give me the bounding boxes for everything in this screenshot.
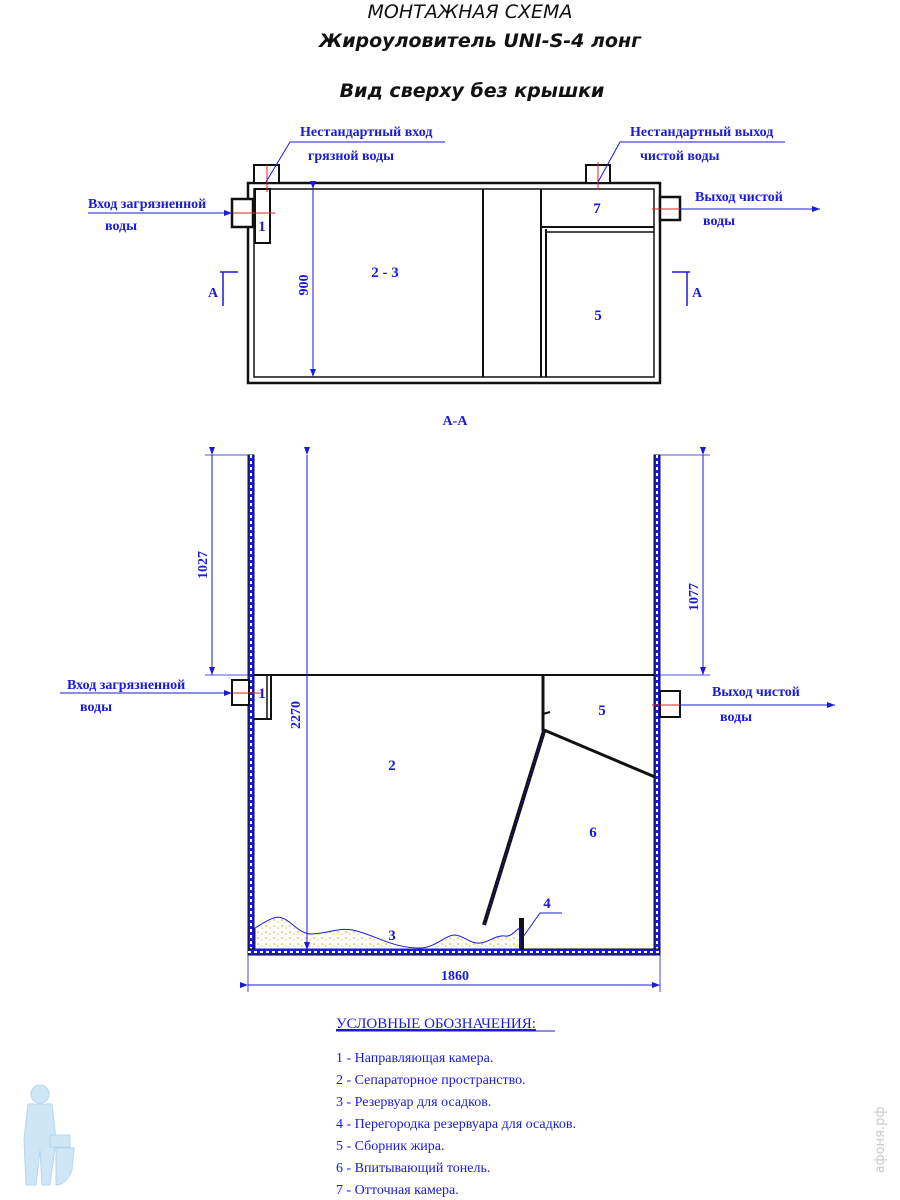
section-mark-right (672, 271, 690, 306)
zone-7-label: 7 (593, 201, 601, 217)
outlet-label: Выход чистой (712, 685, 800, 700)
legend-item: 7 - Отточная камера. (336, 1183, 459, 1198)
nonstd-inlet-label-2: грязной воды (308, 149, 394, 164)
legend-item: 5 - Сборник жира. (336, 1139, 444, 1154)
outlet-label-2: воды (720, 710, 752, 725)
section-title: A-A (443, 414, 469, 429)
zone-1-label: 1 (258, 219, 266, 235)
dim-length: 1860 (441, 969, 469, 984)
inlet-label-2: воды (80, 700, 112, 715)
outlet-label: Выход чистой (695, 190, 783, 205)
dim-left: 1027 (196, 551, 211, 579)
nonstd-inlet-label: Нестандартный вход (300, 125, 432, 140)
diagram-title: МОНТАЖНАЯ СХЕМА (368, 1, 573, 23)
guide-chamber (254, 676, 272, 720)
outlet-label-2: воды (703, 214, 735, 229)
absorbing-tunnel-wall (543, 728, 656, 779)
sediment-baffle (519, 918, 524, 950)
inlet-label-2: воды (105, 219, 137, 234)
sediment (254, 916, 521, 950)
inlet-label: Вход загрязненной (67, 678, 185, 693)
legend-item: 2 - Сепараторное пространство. (336, 1073, 526, 1088)
legend-title: УСЛОВНЫЕ ОБОЗНАЧЕНИЯ: (336, 1016, 536, 1032)
zone-5-label: 5 (594, 308, 602, 324)
dim-width: 900 (297, 275, 312, 296)
section-mark-left (220, 271, 238, 306)
zone-1-label: 1 (258, 686, 266, 702)
section-mark-label-right: A (692, 286, 703, 301)
zone-6-label: 6 (589, 825, 597, 841)
legend: УСЛОВНЫЕ ОБОЗНАЧЕНИЯ: 1 - Направляющая к… (336, 1016, 576, 1198)
tank-inner-wall (253, 188, 655, 378)
top-view: 900 1 2 - 3 5 7 A A Нестандартный вход г… (88, 125, 820, 385)
section-mark-label-left: A (208, 286, 219, 301)
zone-2-label: 2 (388, 758, 396, 774)
zone-4-label: 4 (543, 896, 551, 912)
guide-chamber (254, 188, 271, 244)
zone-5-label: 5 (598, 703, 606, 719)
tank-outline (246, 181, 662, 385)
dim-right: 1077 (687, 583, 702, 611)
zone-3-label: 3 (388, 928, 396, 944)
dim-height: 2270 (289, 701, 304, 729)
legend-item: 4 - Перегородка резервуара для осадков. (336, 1117, 576, 1132)
inlet-label: Вход загрязненной (88, 197, 206, 212)
legend-item: 1 - Направляющая камера. (336, 1051, 493, 1066)
legend-item: 3 - Резервуар для осадков. (336, 1095, 491, 1110)
plumber-logo (23, 1084, 75, 1186)
view-title: Вид сверху без крышки (340, 80, 605, 102)
outlet-pipe (659, 690, 681, 718)
legend-item: 6 - Впитывающий тонель. (336, 1161, 490, 1176)
section-view: 1027 1077 2270 1860 1 2 3 4 5 6 Вход заг… (60, 447, 835, 992)
product-name: Жироуловитель UNI-S-4 лонг (317, 30, 642, 52)
zone-2-3-label: 2 - 3 (371, 265, 399, 281)
watermark: афоня.рф (873, 1107, 888, 1174)
nonstd-outlet-label-2: чистой воды (640, 149, 720, 164)
nonstd-outlet-label: Нестандартный выход (630, 125, 773, 140)
